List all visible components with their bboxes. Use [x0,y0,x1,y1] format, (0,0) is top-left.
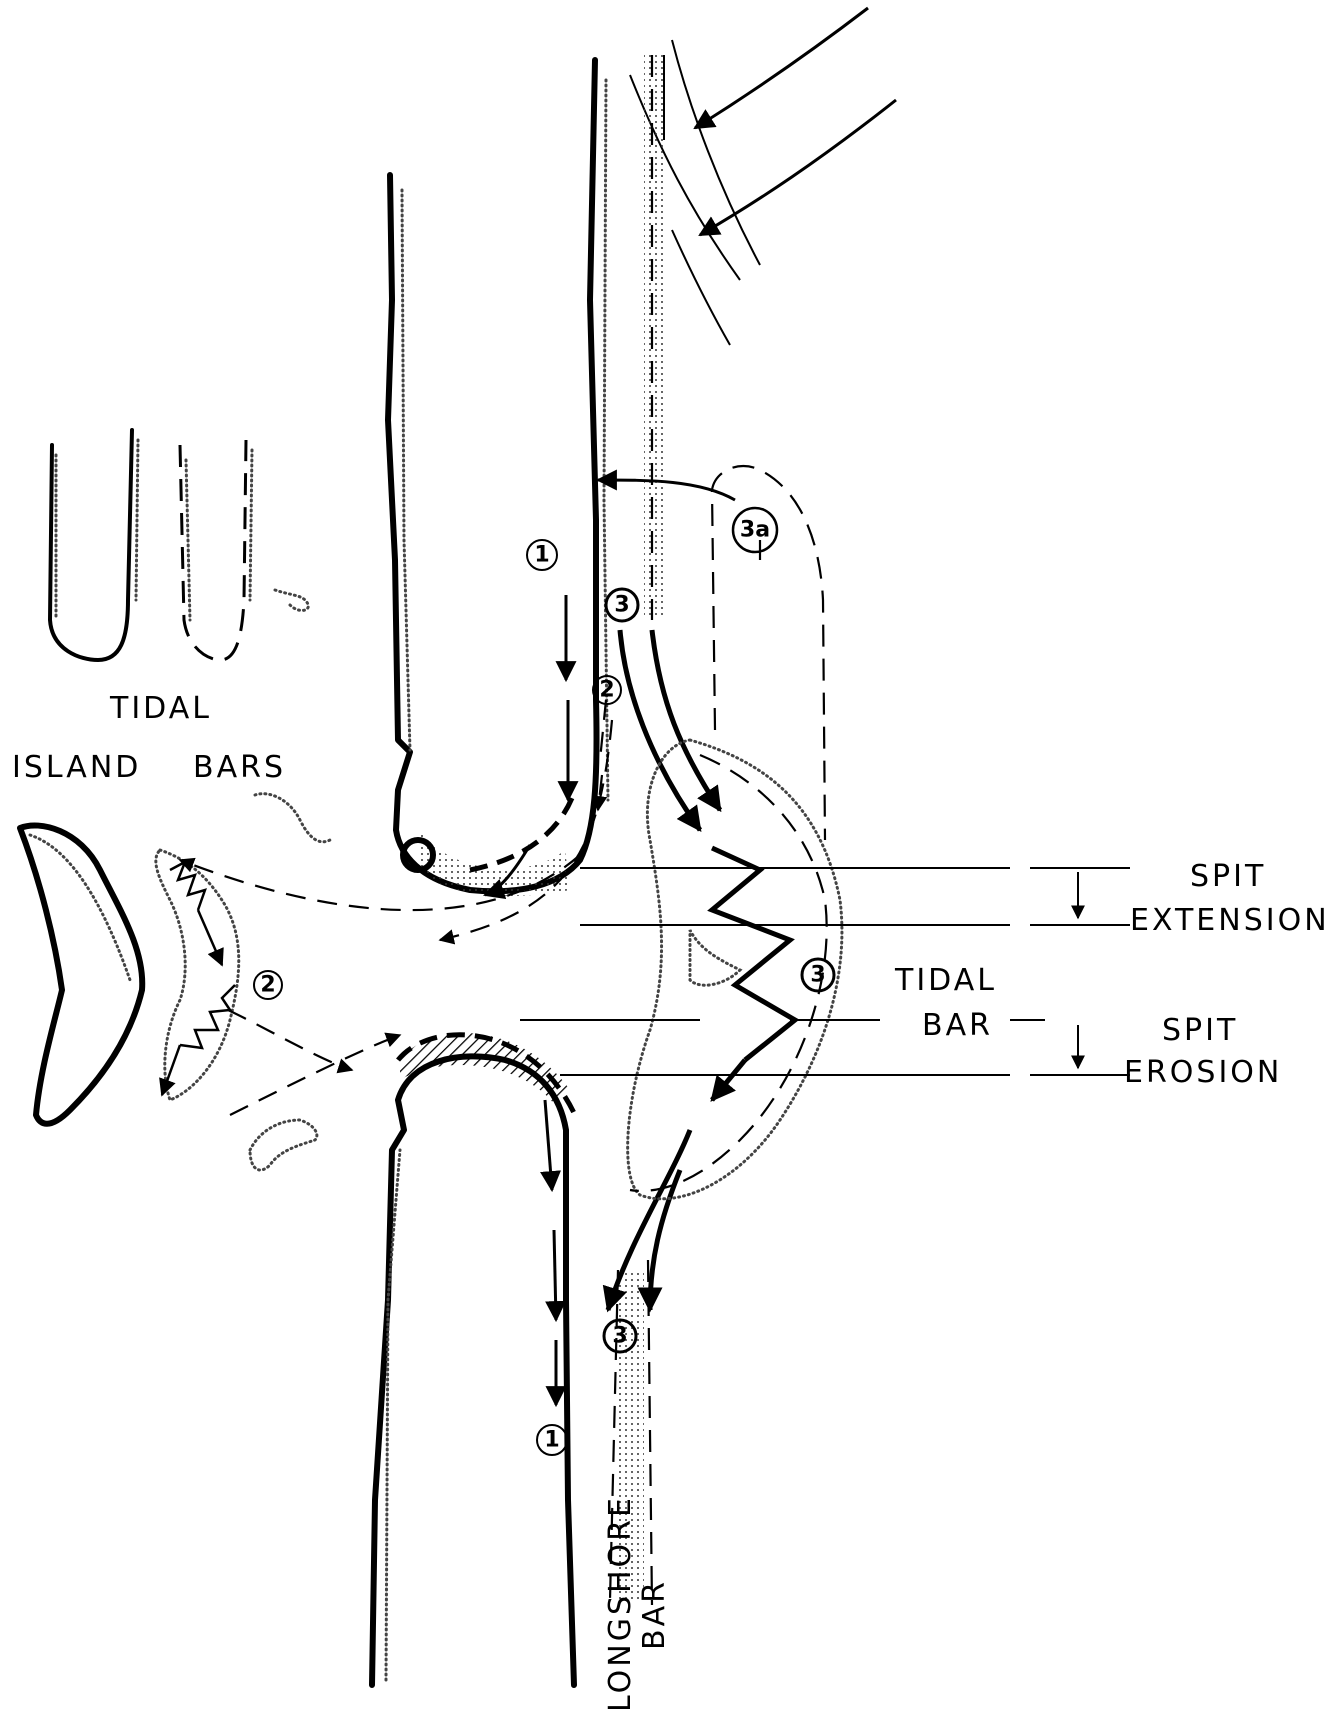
spit-erosion-hatched [400,1033,570,1105]
label-spit-extension-2: EXTENSION [1130,903,1330,938]
bypass-route-arrows [608,630,795,1310]
wave-arrow-2 [700,100,896,235]
marker-3a: 3a [733,508,777,552]
svg-text:1: 1 [534,543,549,568]
label-spit-erosion-2: EROSION [1124,1055,1282,1090]
tidal-bars-left [156,794,330,1170]
label-bars: BARS [193,750,286,785]
label-spit-extension-1: SPIT [1190,859,1266,894]
tidal-island-examples [50,430,308,660]
label-tidal-bar-1: TIDAL [894,963,997,998]
marker-3-top: 3 [606,589,638,621]
wave-arrow-1 [695,8,868,128]
marker-3-middle: 3 [802,959,834,991]
small-shoal-top [275,590,308,610]
small-shoal-bottom [250,1120,317,1170]
spit-tip-deposit [420,830,570,896]
marker-1-bottom: 1 [537,1425,567,1455]
marker-1-top: 1 [527,540,557,570]
svg-text:3a: 3a [740,518,770,543]
svg-text:3: 3 [810,963,825,988]
lower-spit-shoreline [372,1056,574,1685]
zigzag-lower-left [180,985,235,1048]
longshore-transport-arrows [485,595,568,1405]
upper-spit [388,60,608,896]
svg-text:2: 2 [260,973,275,998]
label-tidal: TIDAL [109,691,212,726]
zigzag-upper-left [170,862,205,910]
numbered-markers: 1 1 2 2 3 3 3 3a [254,508,834,1455]
longshore-bar-upper [644,55,664,620]
wave-crest-3 [672,230,730,345]
tidal-bar-example [180,440,246,660]
bypass-zigzag [712,848,795,1060]
svg-text:2: 2 [599,678,614,703]
return-flow-3a [598,466,825,840]
small-shoal-mid [255,794,330,842]
svg-text:3: 3 [614,593,629,618]
tidal-island-example [50,430,132,660]
lower-spit [372,1033,575,1685]
svg-text:1: 1 [544,1428,559,1453]
marker-2-left: 2 [254,971,282,999]
wave-fronts [630,8,896,345]
upper-spit-shoreline [388,60,597,891]
label-island: ISLAND [12,750,141,785]
label-longshore-bar: BAR [637,1579,672,1650]
label-longshore: LONGSHORE [603,1495,638,1712]
wave-crest-1 [672,40,760,265]
label-tidal-bar-2: BAR [922,1008,993,1043]
svg-text:3: 3 [612,1324,627,1349]
upper-spit-stipple [402,80,608,800]
label-spit-erosion-1: SPIT [1162,1013,1238,1048]
tidal-island-large [20,825,142,1123]
tidal-bar-inner-shoal [690,930,740,985]
